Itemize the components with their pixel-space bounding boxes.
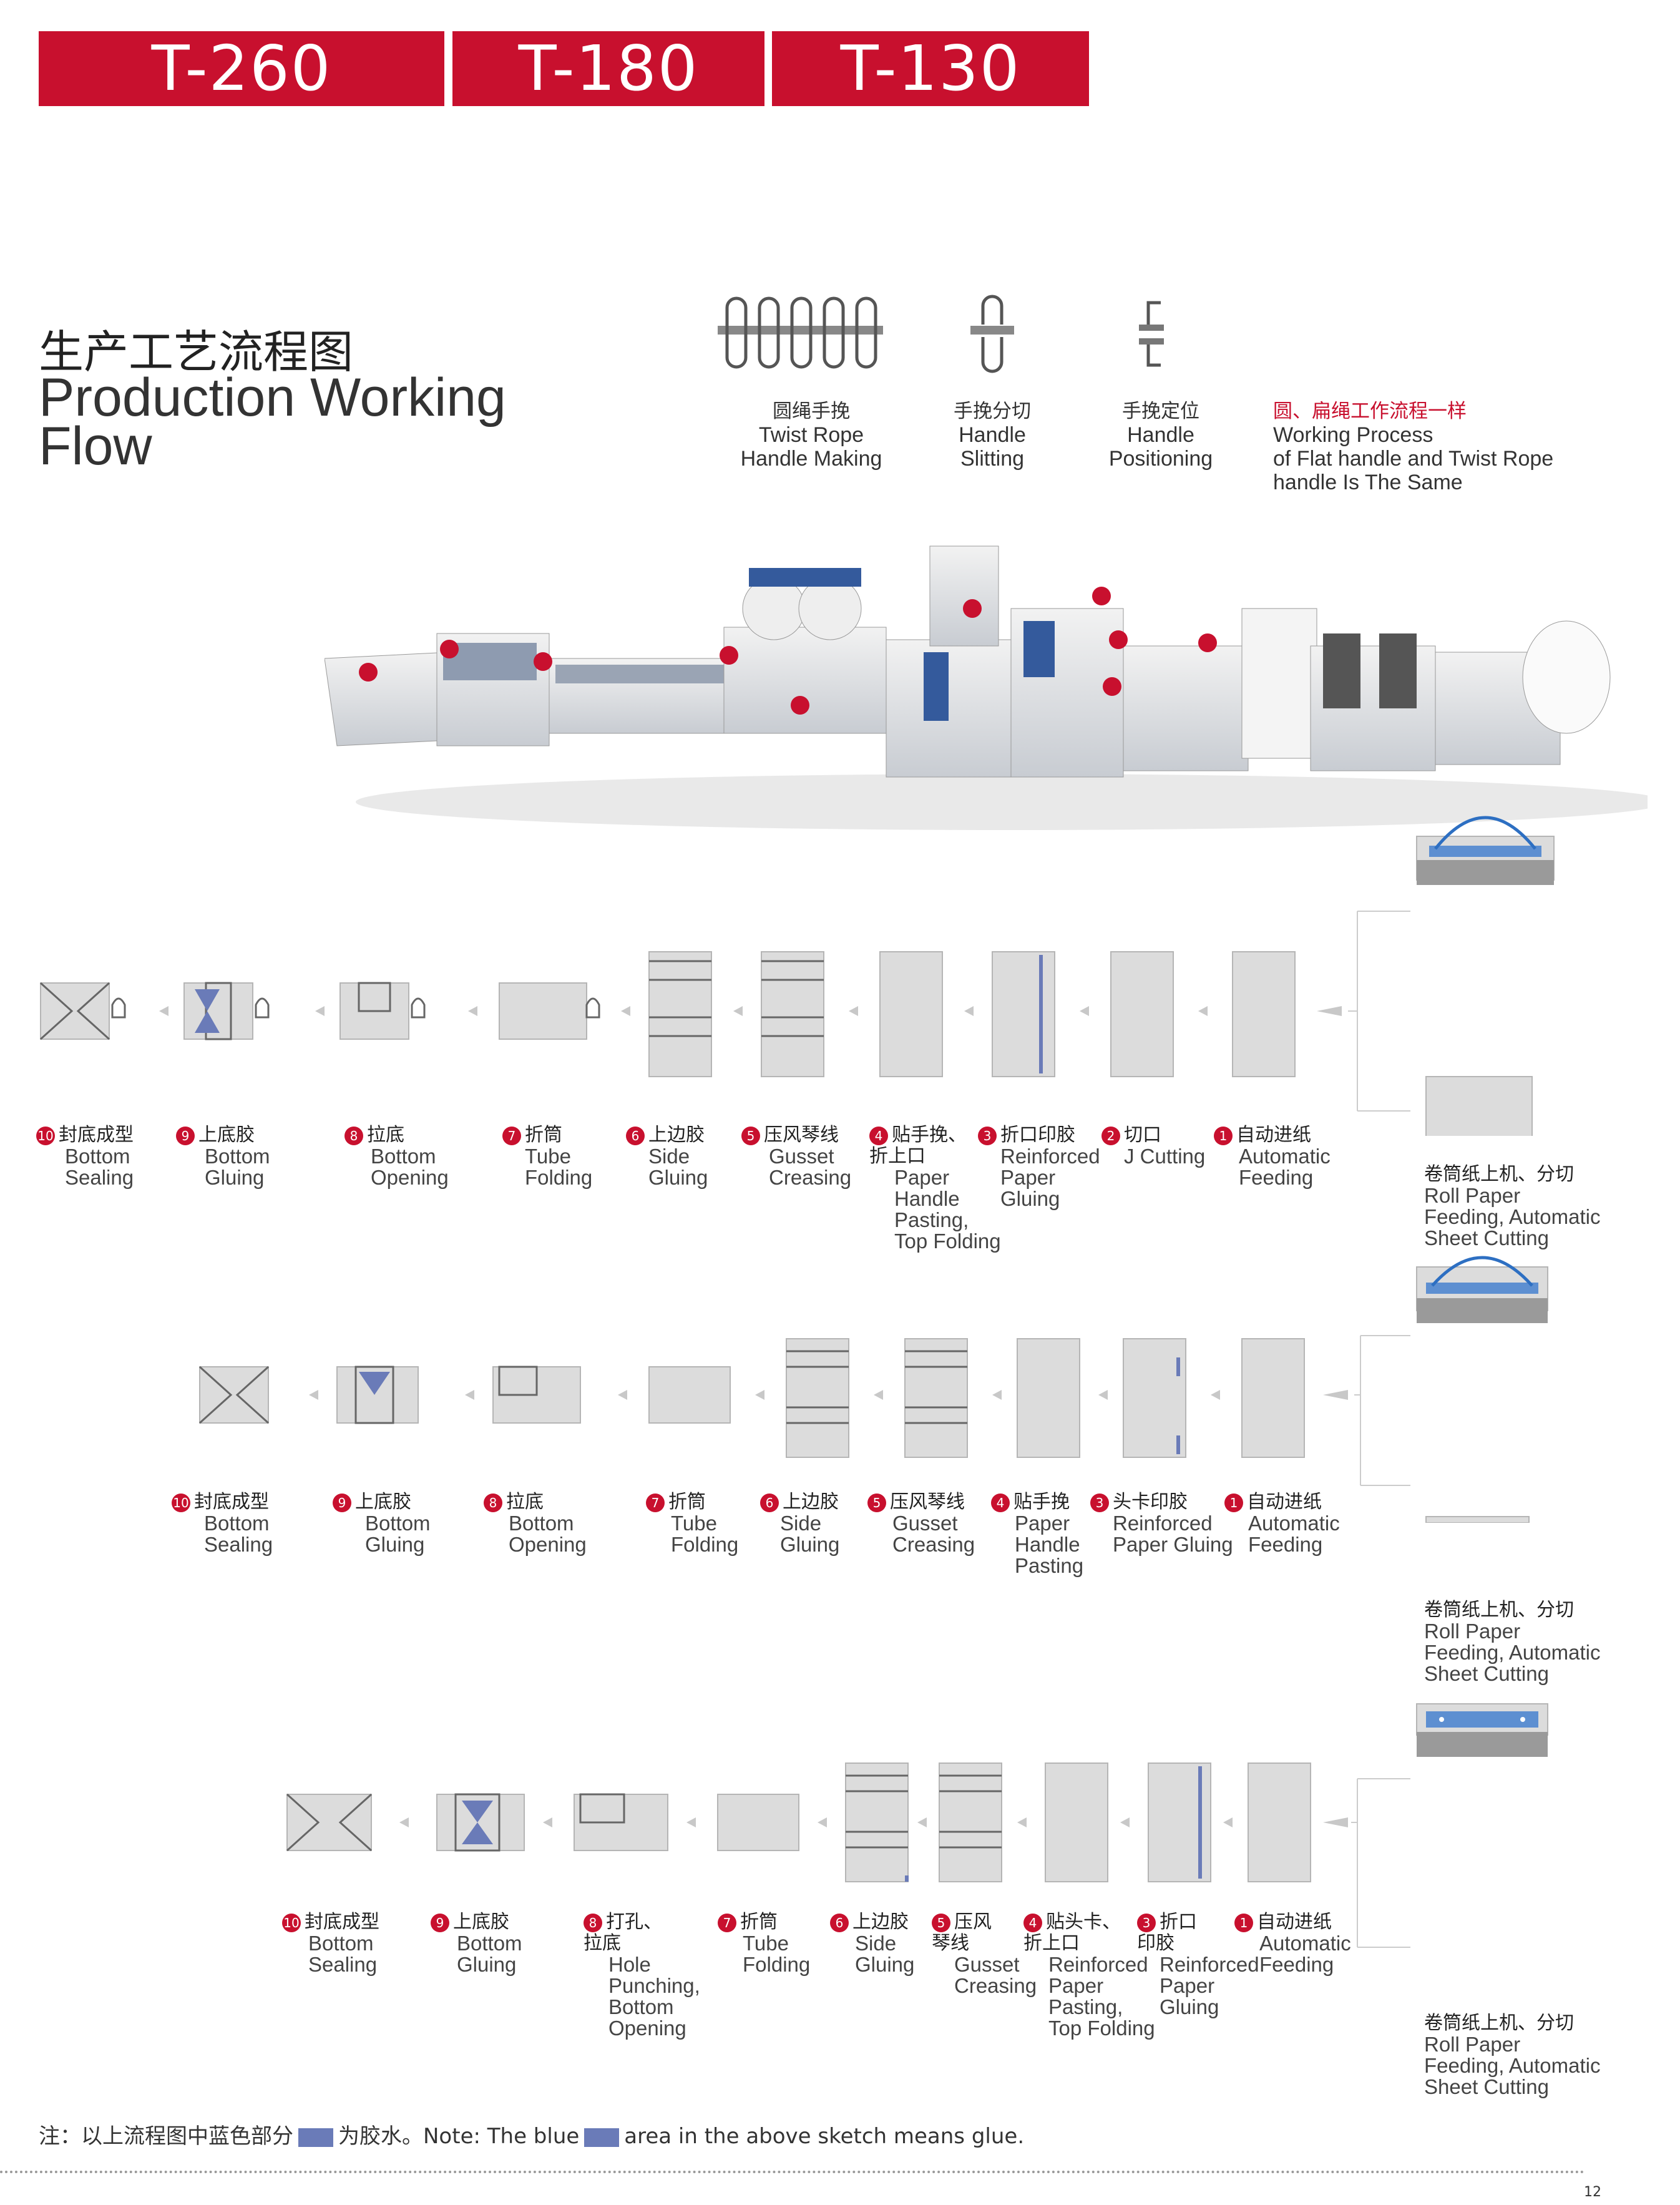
flow1-bags [39,816,1555,1136]
flow2-bags [198,1256,1548,1523]
handle-process-slitting: 手挽分切 Handle Slitting [954,400,1031,471]
page-number: 12 [1584,2184,1601,2200]
tab-t180: T-180 [452,31,764,106]
twist-rope-handle-icon [718,296,883,369]
glue-swatch-2 [584,2128,620,2147]
handle-process-note: 圆、扁绳工作流程一样 Working Process of Flat handl… [1273,400,1554,494]
flow1-step-label: 1 [1482,896,1490,910]
flow3-bags [286,1703,1548,1948]
machine-illustration [325,545,1648,830]
tab-t260: T-260 [39,31,444,106]
page-title-en: Production Working Flow [39,368,506,476]
glue-swatch [298,2128,333,2147]
handle-positioning-icon [1139,301,1164,367]
handle-process-positioning: 手挽定位 Handle Positioning [1108,400,1213,471]
footer-divider [0,2171,1585,2173]
machine-step-markers [359,587,1217,715]
handle-process-twist: 圆绳手挽 Twist Rope Handle Making [740,400,882,471]
page-title-cn: 生产工艺流程图 [39,326,354,378]
handle-slitting-icon [970,295,1014,373]
tab-t130: T-130 [772,31,1089,106]
